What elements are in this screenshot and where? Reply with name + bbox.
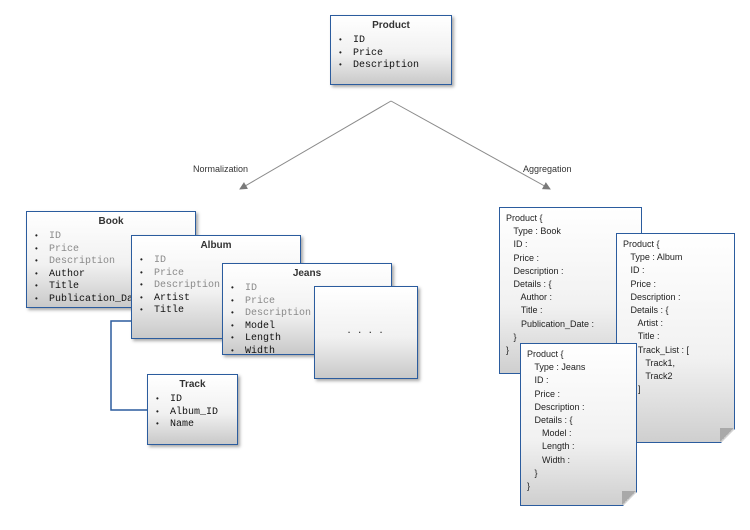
album-track-connector [110,320,147,411]
document-line: Description : [623,291,681,302]
jeans-title: Jeans [292,268,322,279]
document-line: } [623,396,734,409]
document-line: Length : [527,441,575,452]
more-entity: . . . . [314,286,418,379]
jeans-field: Length [231,332,391,345]
track-title: Track [179,379,206,390]
document-line: Details : { [527,415,573,426]
document-line: Track_List : [ [623,344,690,355]
document-line: Price : [623,278,657,289]
product-field: Price [339,47,451,60]
document-line: ] [638,384,641,395]
document-line: Track1, [623,357,676,368]
normalization-arrow [239,100,392,190]
jeans-field: Width [231,345,391,354]
product-title: Product [372,20,410,31]
jeans-field: Model [231,320,391,333]
document-line: Description : [527,401,585,412]
album-field: Title [140,304,300,317]
document-line: Price : [506,252,540,263]
document-line: } [527,481,531,492]
document-line: Model : [527,428,572,439]
document-line: Type : Jeans [527,362,586,373]
book-field: Publication_Da [35,293,195,306]
album-inherited-field: ID [140,254,300,267]
document-line: ID : [506,239,528,250]
jeans-document: Product { Type : Jeans ID : Price : Desc… [520,343,637,506]
book-inherited-field: Description [35,255,195,268]
track-field: ID [156,393,237,406]
document-line: Price : [527,388,561,399]
product-entity: Product ID Price Description [330,15,452,85]
jeans-inherited-field: Price [231,295,391,308]
document-line: Title : [623,331,660,342]
document-line: } [506,331,517,342]
product-field: ID [339,34,451,47]
jeans-inherited-field: ID [231,282,391,295]
document-line: Width : [527,454,571,465]
document-line: ID : [527,375,549,386]
book-inherited-field: ID [35,230,195,243]
aggregation-arrow [390,100,551,190]
document-line: Title : [506,305,543,316]
track-entity: Track ID Album_ID Name [147,374,238,445]
document-line: Track2 [623,371,673,382]
document-line: } [527,467,538,478]
track-field: Name [156,418,237,431]
aggregation-label: Aggregation [523,164,572,174]
document-line: Description : [506,265,564,276]
document-line: Details : { [506,279,552,290]
document-line: ID : [623,265,645,276]
book-title: Book [98,216,124,227]
document-line: } [506,345,510,356]
album-inherited-field: Price [140,267,300,280]
document-line: Product { [527,349,564,359]
document-line: Product { [623,239,660,249]
document-line: Product { [506,213,543,223]
document-line: Author : [506,292,553,303]
jeans-inherited-field: Description [231,307,391,320]
album-title: Album [200,240,232,251]
document-line: Artist : [623,318,664,329]
document-line: Details : { [623,305,669,316]
book-field: Title [35,280,195,293]
album-field: Artist [140,292,300,305]
ellipsis-text: . . . . [347,322,385,336]
album-inherited-field: Description [140,279,300,292]
track-field: Album_ID [156,406,237,419]
book-field: Author [35,268,195,281]
product-field: Description [339,59,451,72]
book-inherited-field: Price [35,243,195,256]
document-line: Type : Book [506,226,561,237]
document-line: Type : Album [623,252,683,263]
document-line: Publication_Date : [506,318,595,329]
normalization-label: Normalization [193,164,249,174]
